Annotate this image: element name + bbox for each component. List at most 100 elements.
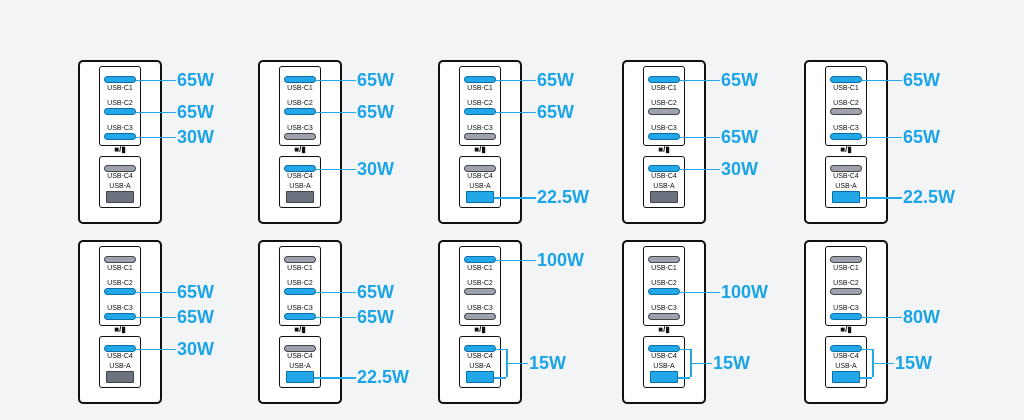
- port-label-c3: USB-C3: [467, 125, 493, 132]
- port-label-c2: USB-C2: [833, 100, 859, 107]
- port-label-c3: USB-C3: [287, 125, 313, 132]
- port-label-c2: USB-C2: [287, 280, 313, 287]
- wattage-label: 65W: [357, 306, 395, 327]
- wattage-label: 65W: [177, 306, 215, 327]
- wattage-label: 22.5W: [903, 187, 956, 207]
- port-label-c1: USB-C1: [833, 265, 859, 272]
- usb-port-c2: [464, 288, 496, 295]
- separator-icon: ■/▮: [658, 325, 670, 334]
- port-label-c3: USB-C3: [467, 305, 493, 312]
- usb-port-a: [650, 191, 678, 203]
- port-label-c4: USB-C4: [467, 173, 493, 180]
- port-label-c2: USB-C2: [107, 100, 133, 107]
- lead-line: [506, 362, 528, 365]
- usb-port-c1: [104, 256, 136, 263]
- usb-port-c4: [104, 345, 136, 352]
- separator-icon: ■/▮: [840, 325, 852, 334]
- usb-port-c3: [830, 313, 862, 320]
- lead-line: [494, 197, 536, 199]
- usb-port-c2: [648, 288, 680, 295]
- wattage-label: 15W: [713, 352, 751, 373]
- port-label-c2: USB-C2: [651, 100, 677, 107]
- usb-port-c4: [464, 165, 496, 172]
- lead-line: [860, 197, 902, 199]
- port-label-c2: USB-C2: [287, 100, 313, 107]
- usb-port-c4: [284, 165, 316, 172]
- port-label-c4: USB-C4: [287, 173, 313, 180]
- wattage-label: 65W: [537, 69, 575, 90]
- port-label-c3: USB-C3: [833, 125, 859, 132]
- wattage-label: 80W: [903, 306, 941, 327]
- wattage-label: 100W: [537, 249, 585, 270]
- lead-line: [872, 362, 894, 365]
- usb-port-c4: [648, 345, 680, 352]
- lead-line: [136, 111, 176, 113]
- separator-icon: ■/▮: [294, 145, 306, 154]
- usb-port-a: [286, 371, 314, 383]
- usb-port-c2: [830, 108, 862, 115]
- port-label-a: USB-A: [653, 183, 675, 190]
- lead-line: [680, 168, 720, 170]
- port-label-c1: USB-C1: [287, 85, 313, 92]
- lead-line: [690, 362, 712, 365]
- usb-port-c1: [830, 256, 862, 263]
- wattage-label: 65W: [903, 69, 941, 90]
- port-label-a: USB-A: [469, 183, 491, 190]
- lead-line: [862, 79, 902, 81]
- port-label-c4: USB-C4: [833, 353, 859, 360]
- separator-icon: ■/▮: [294, 325, 306, 334]
- lead-line: [680, 79, 720, 81]
- usb-port-c1: [284, 76, 316, 83]
- separator-icon: ■/▮: [114, 325, 126, 334]
- port-label-c4: USB-C4: [467, 353, 493, 360]
- port-label-c3: USB-C3: [833, 305, 859, 312]
- port-label-c4: USB-C4: [833, 173, 859, 180]
- wattage-label: 30W: [177, 126, 215, 147]
- wattage-label: 15W: [529, 352, 567, 373]
- wattage-label: 30W: [177, 338, 215, 359]
- port-label-a: USB-A: [469, 363, 491, 370]
- port-label-a: USB-A: [109, 183, 131, 190]
- usb-port-c1: [284, 256, 316, 263]
- lead-line: [862, 136, 902, 138]
- port-label-c1: USB-C1: [467, 85, 493, 92]
- wattage-label: 30W: [721, 158, 759, 179]
- port-label-c4: USB-C4: [287, 353, 313, 360]
- usb-port-a: [466, 371, 494, 383]
- port-label-c1: USB-C1: [833, 85, 859, 92]
- wattage-label: 65W: [721, 69, 759, 90]
- wattage-label: 22.5W: [537, 187, 590, 207]
- port-label-c4: USB-C4: [107, 353, 133, 360]
- port-label-c1: USB-C1: [651, 85, 677, 92]
- usb-port-c4: [284, 345, 316, 352]
- lead-line: [678, 377, 690, 379]
- usb-port-c3: [284, 133, 316, 140]
- port-label-c1: USB-C1: [107, 265, 133, 272]
- port-label-a: USB-A: [289, 363, 311, 370]
- wattage-label: 22.5W: [357, 367, 410, 387]
- separator-icon: ■/▮: [658, 145, 670, 154]
- wattage-label: 65W: [357, 69, 395, 90]
- port-label-c2: USB-C2: [651, 280, 677, 287]
- port-label-a: USB-A: [835, 363, 857, 370]
- lead-line: [316, 111, 356, 113]
- usb-port-c3: [830, 133, 862, 140]
- wattage-label: 65W: [177, 69, 215, 90]
- wattage-label: 100W: [721, 281, 769, 302]
- port-label-c1: USB-C1: [651, 265, 677, 272]
- wattage-label: 65W: [357, 281, 395, 302]
- usb-port-c2: [284, 108, 316, 115]
- separator-icon: ■/▮: [474, 145, 486, 154]
- lead-line: [494, 377, 506, 379]
- port-panel-lower: [99, 156, 141, 208]
- port-label-c3: USB-C3: [107, 125, 133, 132]
- usb-port-a: [466, 191, 494, 203]
- lead-line: [862, 316, 902, 318]
- lead-line: [136, 291, 176, 293]
- lead-line: [860, 377, 872, 379]
- port-label-c3: USB-C3: [651, 305, 677, 312]
- lead-line: [316, 79, 356, 81]
- usb-port-c1: [104, 76, 136, 83]
- port-label-c2: USB-C2: [833, 280, 859, 287]
